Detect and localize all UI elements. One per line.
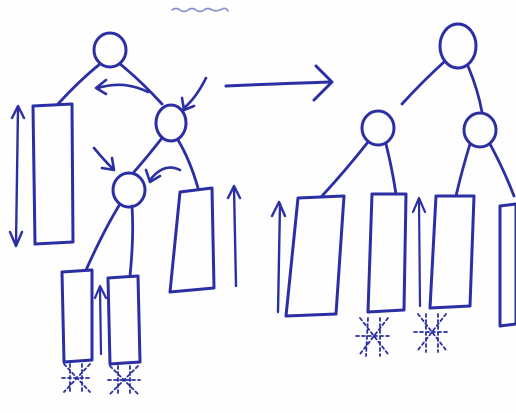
right-left-child-node	[360, 109, 396, 147]
left-root-child-edge	[118, 62, 164, 106]
left-subtree-a	[31, 102, 75, 246]
left-grandchild-edge-right	[128, 204, 135, 278]
left-grandchild-node	[111, 171, 147, 209]
right-left-child-edge-b	[384, 142, 398, 196]
left-arrow-to-grandchild	[92, 146, 114, 170]
top-scribble	[171, 7, 229, 13]
left-child-node-arrow-head	[180, 96, 196, 112]
right-subtree-bc-height-arrow-top	[411, 196, 427, 214]
left-rotation-arrow-mid-head	[144, 168, 162, 184]
right-subtree-b	[366, 192, 408, 314]
left-subtree-a-height-arrow-bottom	[8, 230, 24, 248]
transition-arrow-head	[312, 64, 334, 102]
left-rotation-arrow-mid	[148, 166, 182, 182]
left-subtree-d-height-marker	[232, 186, 238, 288]
left-grandchild-edge-left	[84, 202, 122, 272]
right-subtree-a-height-arrow-top	[270, 200, 287, 218]
left-overflow-hatch-c	[107, 365, 141, 395]
left-subtree-a-height-arrow-top	[10, 104, 26, 120]
left-subtree-d-height-arrow-top	[226, 184, 242, 200]
right-overflow-hatch-b	[355, 317, 393, 357]
left-subtree-b	[60, 268, 94, 364]
left-rotation-arrow-top-head	[94, 78, 108, 96]
right-root-left-edge	[400, 60, 446, 106]
left-child-node-arrow	[182, 76, 208, 110]
transition-arrow	[224, 80, 332, 88]
left-overflow-hatch-b	[61, 363, 93, 393]
right-left-child-edge-a	[320, 140, 370, 198]
right-subtree-a	[284, 194, 346, 318]
left-subtree-d	[168, 186, 216, 294]
right-right-child-edge-c	[454, 142, 472, 198]
left-subtree-bc-height-marker	[98, 286, 103, 356]
left-subtree-a-height-marker	[14, 106, 20, 246]
right-right-child-edge-d	[488, 142, 516, 198]
ink-strokes	[8, 7, 516, 395]
right-subtree-bc-height-marker	[417, 198, 422, 308]
right-right-child-node	[462, 111, 498, 149]
left-child-subtree-edge	[176, 138, 200, 190]
left-subtree-c	[106, 274, 142, 366]
left-subtree-bc-height-arrow-top	[93, 284, 108, 300]
left-child-grandchild-edge	[132, 136, 164, 174]
right-subtree-d	[498, 202, 516, 328]
right-root-right-edge	[466, 64, 484, 114]
left-root-node	[92, 31, 128, 69]
right-root-node	[438, 22, 478, 70]
right-overflow-hatch-c	[413, 313, 451, 353]
right-subtree-a-height-marker	[276, 202, 282, 314]
left-rotation-arrow-top	[96, 83, 150, 94]
left-root-subtree-edge	[56, 62, 102, 106]
left-arrow-to-grandchild-head	[100, 156, 116, 172]
right-subtree-c	[428, 194, 476, 310]
left-child-node	[154, 103, 188, 143]
